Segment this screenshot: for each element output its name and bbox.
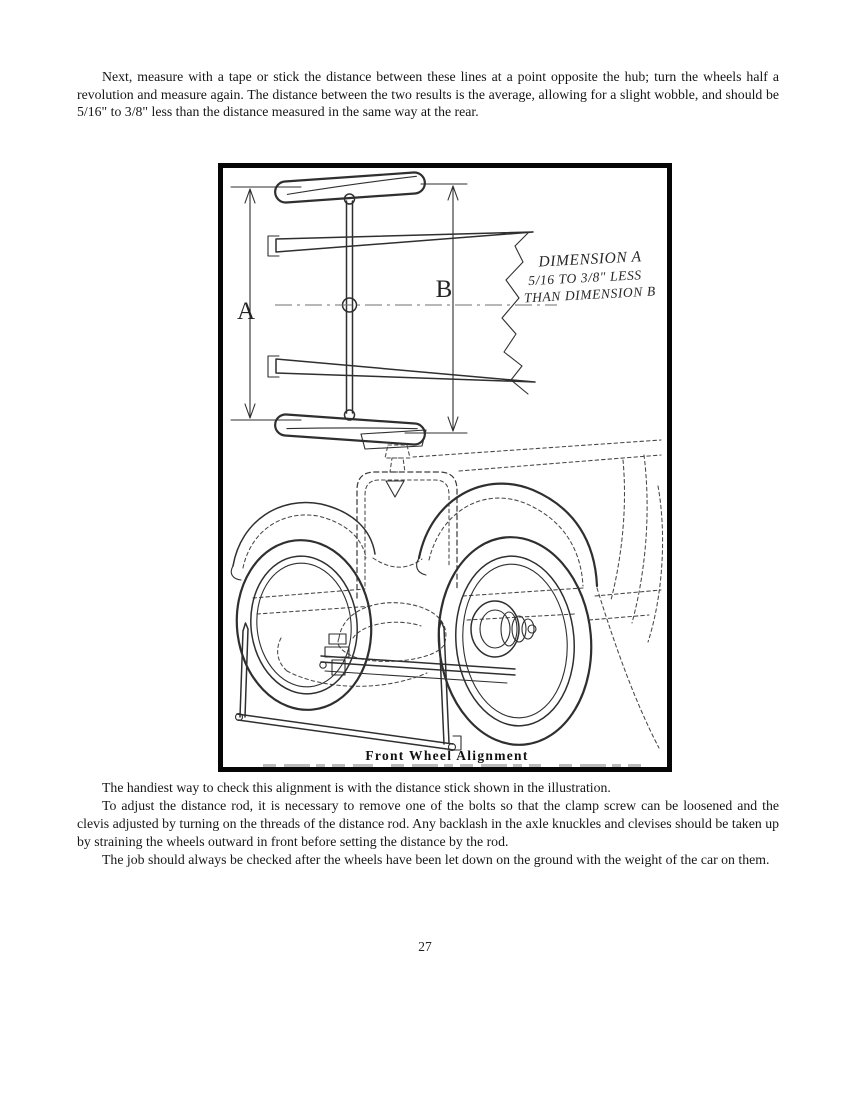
annotation-line-3: THAN DIMENSION B	[524, 283, 656, 305]
distance-rod-upper	[267, 231, 534, 257]
car-front-diagram	[230, 429, 664, 752]
page-number: 27	[418, 939, 432, 954]
windshield-base	[360, 429, 427, 450]
steering-knuckle	[319, 633, 350, 676]
extension-lines	[230, 183, 468, 434]
paragraph-intro: Next, measure with a tape or stick the d…	[77, 69, 779, 120]
top-view-diagram: DIMENSION A 5/16 TO 3/8" LESS THAN DIMEN…	[230, 171, 656, 446]
paragraph-job: The job should always be checked after t…	[102, 852, 770, 867]
front-wheel-top	[274, 171, 426, 204]
dimension-b-arrow	[447, 185, 459, 432]
hub-assembly	[470, 600, 537, 658]
radiator-emblem	[385, 480, 405, 498]
dimension-a-arrow	[244, 188, 256, 419]
dimension-annotation: DIMENSION A 5/16 TO 3/8" LESS THAN DIMEN…	[524, 248, 656, 305]
dimension-label-b: B	[436, 276, 453, 303]
body-text-block: The handiest way to check this alignment…	[77, 779, 779, 869]
radiator-cap	[384, 444, 411, 473]
left-fender	[230, 501, 376, 581]
front-axle	[320, 655, 516, 684]
distance-stick	[234, 620, 462, 752]
paragraph-handiest: The handiest way to check this alignment…	[102, 780, 611, 795]
paragraph-adjust: To adjust the distance rod, it is necess…	[77, 798, 779, 849]
axle-center-rod	[341, 193, 358, 421]
right-fender	[416, 482, 599, 588]
front-wheel-bottom	[274, 413, 426, 446]
figure-frame: DIMENSION A 5/16 TO 3/8" LESS THAN DIMEN…	[218, 163, 672, 772]
radiator-shell	[356, 471, 458, 599]
annotation-line-1: DIMENSION A	[537, 248, 642, 270]
torn-paper-edge	[501, 231, 530, 395]
distance-rod-lower	[267, 355, 536, 383]
phantom-chassis	[252, 587, 584, 687]
left-wheel	[235, 539, 373, 711]
fender-apron	[372, 557, 423, 568]
figure-caption: Front Wheel Alignment	[365, 748, 528, 763]
hood-body-phantom-lines	[412, 439, 664, 749]
alignment-illustration: DIMENSION A 5/16 TO 3/8" LESS THAN DIMEN…	[230, 171, 664, 767]
annotation-line-2: 5/16 TO 3/8" LESS	[528, 267, 642, 288]
dimension-label-a: A	[237, 298, 255, 325]
